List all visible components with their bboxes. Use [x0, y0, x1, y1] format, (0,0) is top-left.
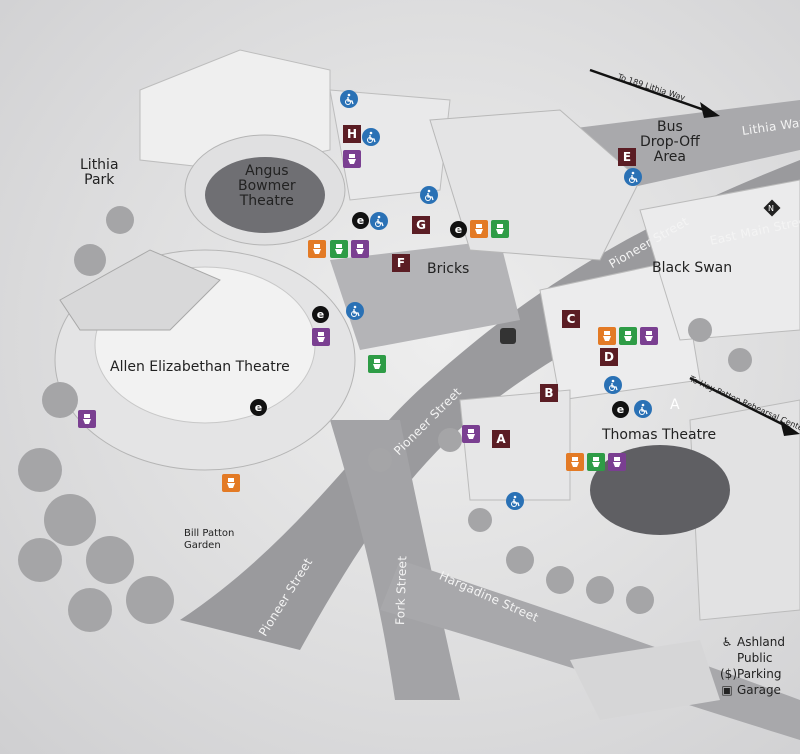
restroom-icon	[566, 453, 584, 471]
elevator-icon: e	[450, 221, 467, 238]
elevator-icon: e	[250, 399, 267, 416]
legend-row-parking: ($)Parking	[720, 667, 782, 681]
restroom-icon	[330, 240, 348, 258]
restroom-icon	[78, 410, 96, 428]
wheelchair-icon	[604, 376, 622, 394]
thomas-a-label: A	[670, 397, 680, 413]
allen-elizabethan-label: Allen Elizabethan Theatre	[110, 359, 290, 375]
wheelchair-icon	[362, 128, 380, 146]
wheelchair-icon	[420, 186, 438, 204]
restroom-icon	[222, 474, 240, 492]
wheelchair-icon	[634, 400, 652, 418]
restroom-icon	[368, 355, 386, 373]
fork-street-label: Fork Street	[393, 555, 410, 626]
elevator-icon: e	[312, 306, 329, 323]
legend-row-public: Public	[737, 651, 773, 665]
bus-dropoff-label: Bus Drop-Off Area	[640, 119, 700, 165]
bricks-label: Bricks	[427, 261, 470, 277]
wheelchair-icon	[506, 492, 524, 510]
wheelchair-icon	[370, 212, 388, 230]
restroom-icon	[470, 220, 488, 238]
restroom-icon	[608, 453, 626, 471]
restroom-icon	[343, 150, 361, 168]
marker-f[interactable]: F	[392, 254, 410, 272]
restroom-icon	[587, 453, 605, 471]
restroom-icon	[619, 327, 637, 345]
wheelchair-icon: ♿	[721, 635, 733, 649]
marker-c[interactable]: C	[562, 310, 580, 328]
restroom-icon	[640, 327, 658, 345]
restroom-icon	[308, 240, 326, 258]
restroom-icon	[462, 425, 480, 443]
restroom-icon	[598, 327, 616, 345]
thomas-theatre-label: Thomas Theatre	[602, 427, 717, 443]
marker-e[interactable]: E	[618, 148, 636, 166]
legend-row-garage: ▣Garage	[721, 683, 781, 697]
legend-row-accessible: ♿Ashland	[721, 635, 785, 649]
restroom-icon	[351, 240, 369, 258]
wheelchair-icon	[346, 302, 364, 320]
elevator-icon: e	[352, 212, 369, 229]
elevator-icon: e	[612, 401, 629, 418]
bus-icon: ▣	[721, 683, 733, 697]
parking-legend: ♿Ashland Public ($)Parking ▣Garage	[720, 634, 800, 698]
restroom-icon	[312, 328, 330, 346]
marker-b[interactable]: B	[540, 384, 558, 402]
wheelchair-icon	[340, 90, 358, 108]
restroom-icon	[491, 220, 509, 238]
marker-a[interactable]: A	[492, 430, 510, 448]
marker-g[interactable]: G	[412, 216, 430, 234]
dollar-icon: ($)	[720, 667, 737, 681]
wheelchair-icon	[624, 168, 642, 186]
marker-d[interactable]: D	[600, 348, 618, 366]
compass-icon: N	[768, 204, 774, 213]
lithia-park-label: Lithia Park	[80, 157, 119, 188]
angus-bowmer-label: Angus Bowmer Theatre	[238, 163, 296, 209]
bill-patton-label: Bill Patton Garden	[184, 528, 235, 551]
black-swan-label: Black Swan	[652, 260, 733, 276]
bus-icon	[500, 328, 516, 344]
marker-h[interactable]: H	[343, 125, 361, 143]
